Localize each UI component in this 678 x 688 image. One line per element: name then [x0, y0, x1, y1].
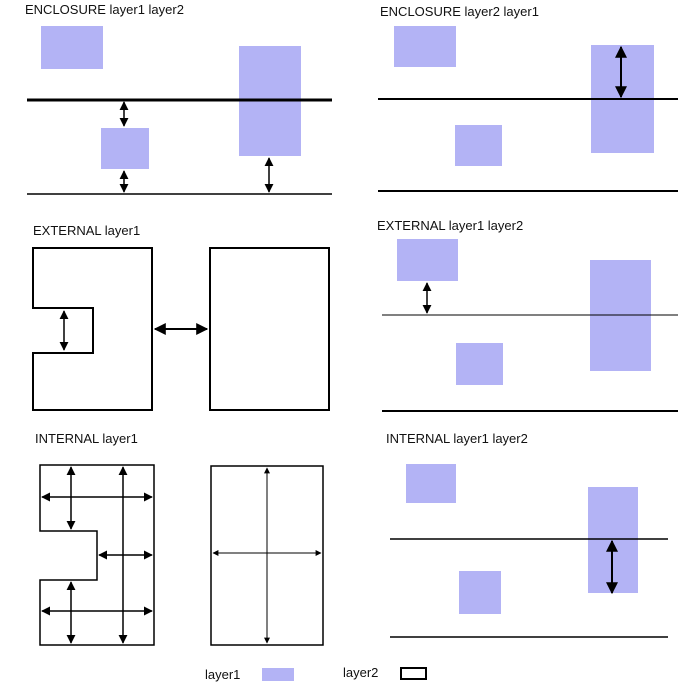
- panel-title: EXTERNAL layer1: [33, 223, 140, 238]
- layer2-shape-notched: [32, 247, 153, 411]
- layer1-rect: [455, 125, 502, 166]
- legend-layer1-label: layer1: [205, 667, 240, 682]
- panel-title: INTERNAL layer1: [35, 431, 138, 446]
- layer1-rect: [459, 571, 501, 614]
- panel-title: ENCLOSURE layer2 layer1: [380, 4, 539, 19]
- panel-internal-layer1-layer2: INTERNAL layer1 layer2: [386, 431, 668, 638]
- layer1-rect: [41, 26, 103, 69]
- panel-external-layer1: EXTERNAL layer1: [32, 223, 330, 411]
- legend: layer1 layer2: [205, 665, 427, 682]
- panel-internal-layer1: INTERNAL layer1: [35, 431, 324, 646]
- layer2-shape: [210, 465, 324, 646]
- layer1-rect: [394, 26, 456, 67]
- layer1-rect: [406, 464, 456, 503]
- layer2-shape: [209, 247, 330, 411]
- panel-enclosure-layer2-layer1: ENCLOSURE layer2 layer1: [378, 4, 678, 192]
- panel-external-layer1-layer2: EXTERNAL layer1 layer2: [377, 218, 678, 412]
- panel-title: EXTERNAL layer1 layer2: [377, 218, 523, 233]
- panel-title: ENCLOSURE layer1 layer2: [25, 2, 184, 17]
- layer2-shape-notched: [39, 464, 155, 646]
- legend-layer1-swatch: [262, 668, 294, 681]
- layer1-rect: [397, 239, 458, 281]
- panel-title: INTERNAL layer1 layer2: [386, 431, 528, 446]
- panel-enclosure-layer1-layer2: ENCLOSURE layer1 layer2: [25, 2, 332, 195]
- layer1-rect: [101, 128, 149, 169]
- legend-layer2-swatch: [400, 667, 427, 680]
- layer1-rect: [456, 343, 503, 385]
- legend-layer2-label: layer2: [343, 665, 378, 680]
